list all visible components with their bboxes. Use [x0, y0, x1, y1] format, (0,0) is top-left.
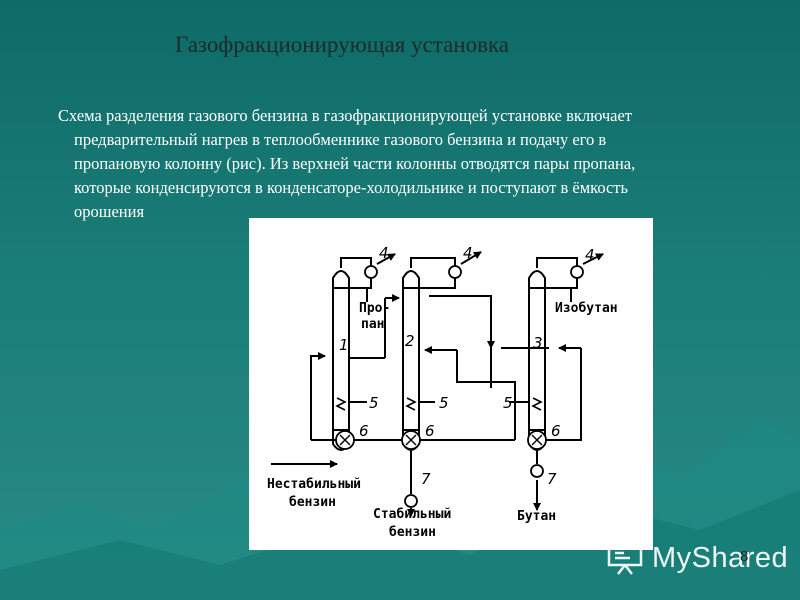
process-flow-diagram: Про- пан Изобутан Нестабильный бензин Ст… [267, 244, 618, 540]
unstable-gasoline-label-2: бензин [289, 495, 336, 510]
slide-title: Газофракционирующая установка [175, 32, 509, 57]
condenser-1-number: 4 [379, 244, 389, 262]
cooler-2 [404, 494, 418, 508]
reboiler-1-number: 5 [369, 394, 379, 412]
column-2-number: 2 [405, 332, 415, 350]
presentation-board-icon [607, 543, 643, 575]
condenser-3 [570, 265, 584, 279]
column-3-number: 3 [533, 334, 543, 352]
cooler-3-number: 7 [547, 470, 557, 488]
paragraph-line: пропановую колонну (рис). Из верхней час… [74, 154, 636, 173]
propane-label-1: Про- [359, 301, 390, 316]
propane-label-2: пан [361, 317, 384, 332]
logo-text: MyShared [652, 541, 789, 574]
condenser-2-number: 4 [463, 244, 473, 262]
condenser-1 [364, 265, 378, 279]
page-number: 8 [740, 548, 749, 565]
reboiler-2-number: 5 [439, 394, 449, 412]
column-1 [332, 270, 350, 451]
column-3 [528, 270, 546, 451]
heat-exchanger-1-number: 6 [359, 422, 369, 440]
cooler-3 [530, 464, 544, 478]
heat-exchanger-3-number: 6 [551, 422, 561, 440]
stable-gasoline-label-2: бензин [389, 525, 436, 540]
butane-label: Бутан [517, 509, 556, 524]
isobutane-label: Изобутан [555, 301, 618, 316]
slide-paragraph: Схема разделения газового бензина в газо… [58, 104, 778, 224]
heat-exchanger-2-number: 6 [425, 422, 435, 440]
paragraph-line: предварительный нагрев в теплообменнике … [74, 130, 607, 149]
column-1-number: 1 [339, 336, 349, 354]
condenser-3-number: 4 [585, 246, 595, 264]
myshared-logo: MyShared [606, 538, 788, 578]
column-2 [402, 270, 420, 451]
paragraph-line: которые конденсируются в конденсаторе-хо… [74, 178, 629, 197]
paragraph-line: Схема разделения газового бензина в газо… [58, 106, 633, 125]
stable-gasoline-label-1: Стабильный [373, 507, 451, 522]
cooler-2-number: 7 [421, 470, 431, 488]
paragraph-line: орошения [74, 202, 145, 221]
fractionation-diagram: Про- пан Изобутан Нестабильный бензин Ст… [249, 218, 653, 550]
unstable-gasoline-label-1: Нестабильный [267, 477, 361, 492]
reboiler-3-number: 5 [503, 394, 513, 412]
condenser-2 [448, 265, 462, 279]
